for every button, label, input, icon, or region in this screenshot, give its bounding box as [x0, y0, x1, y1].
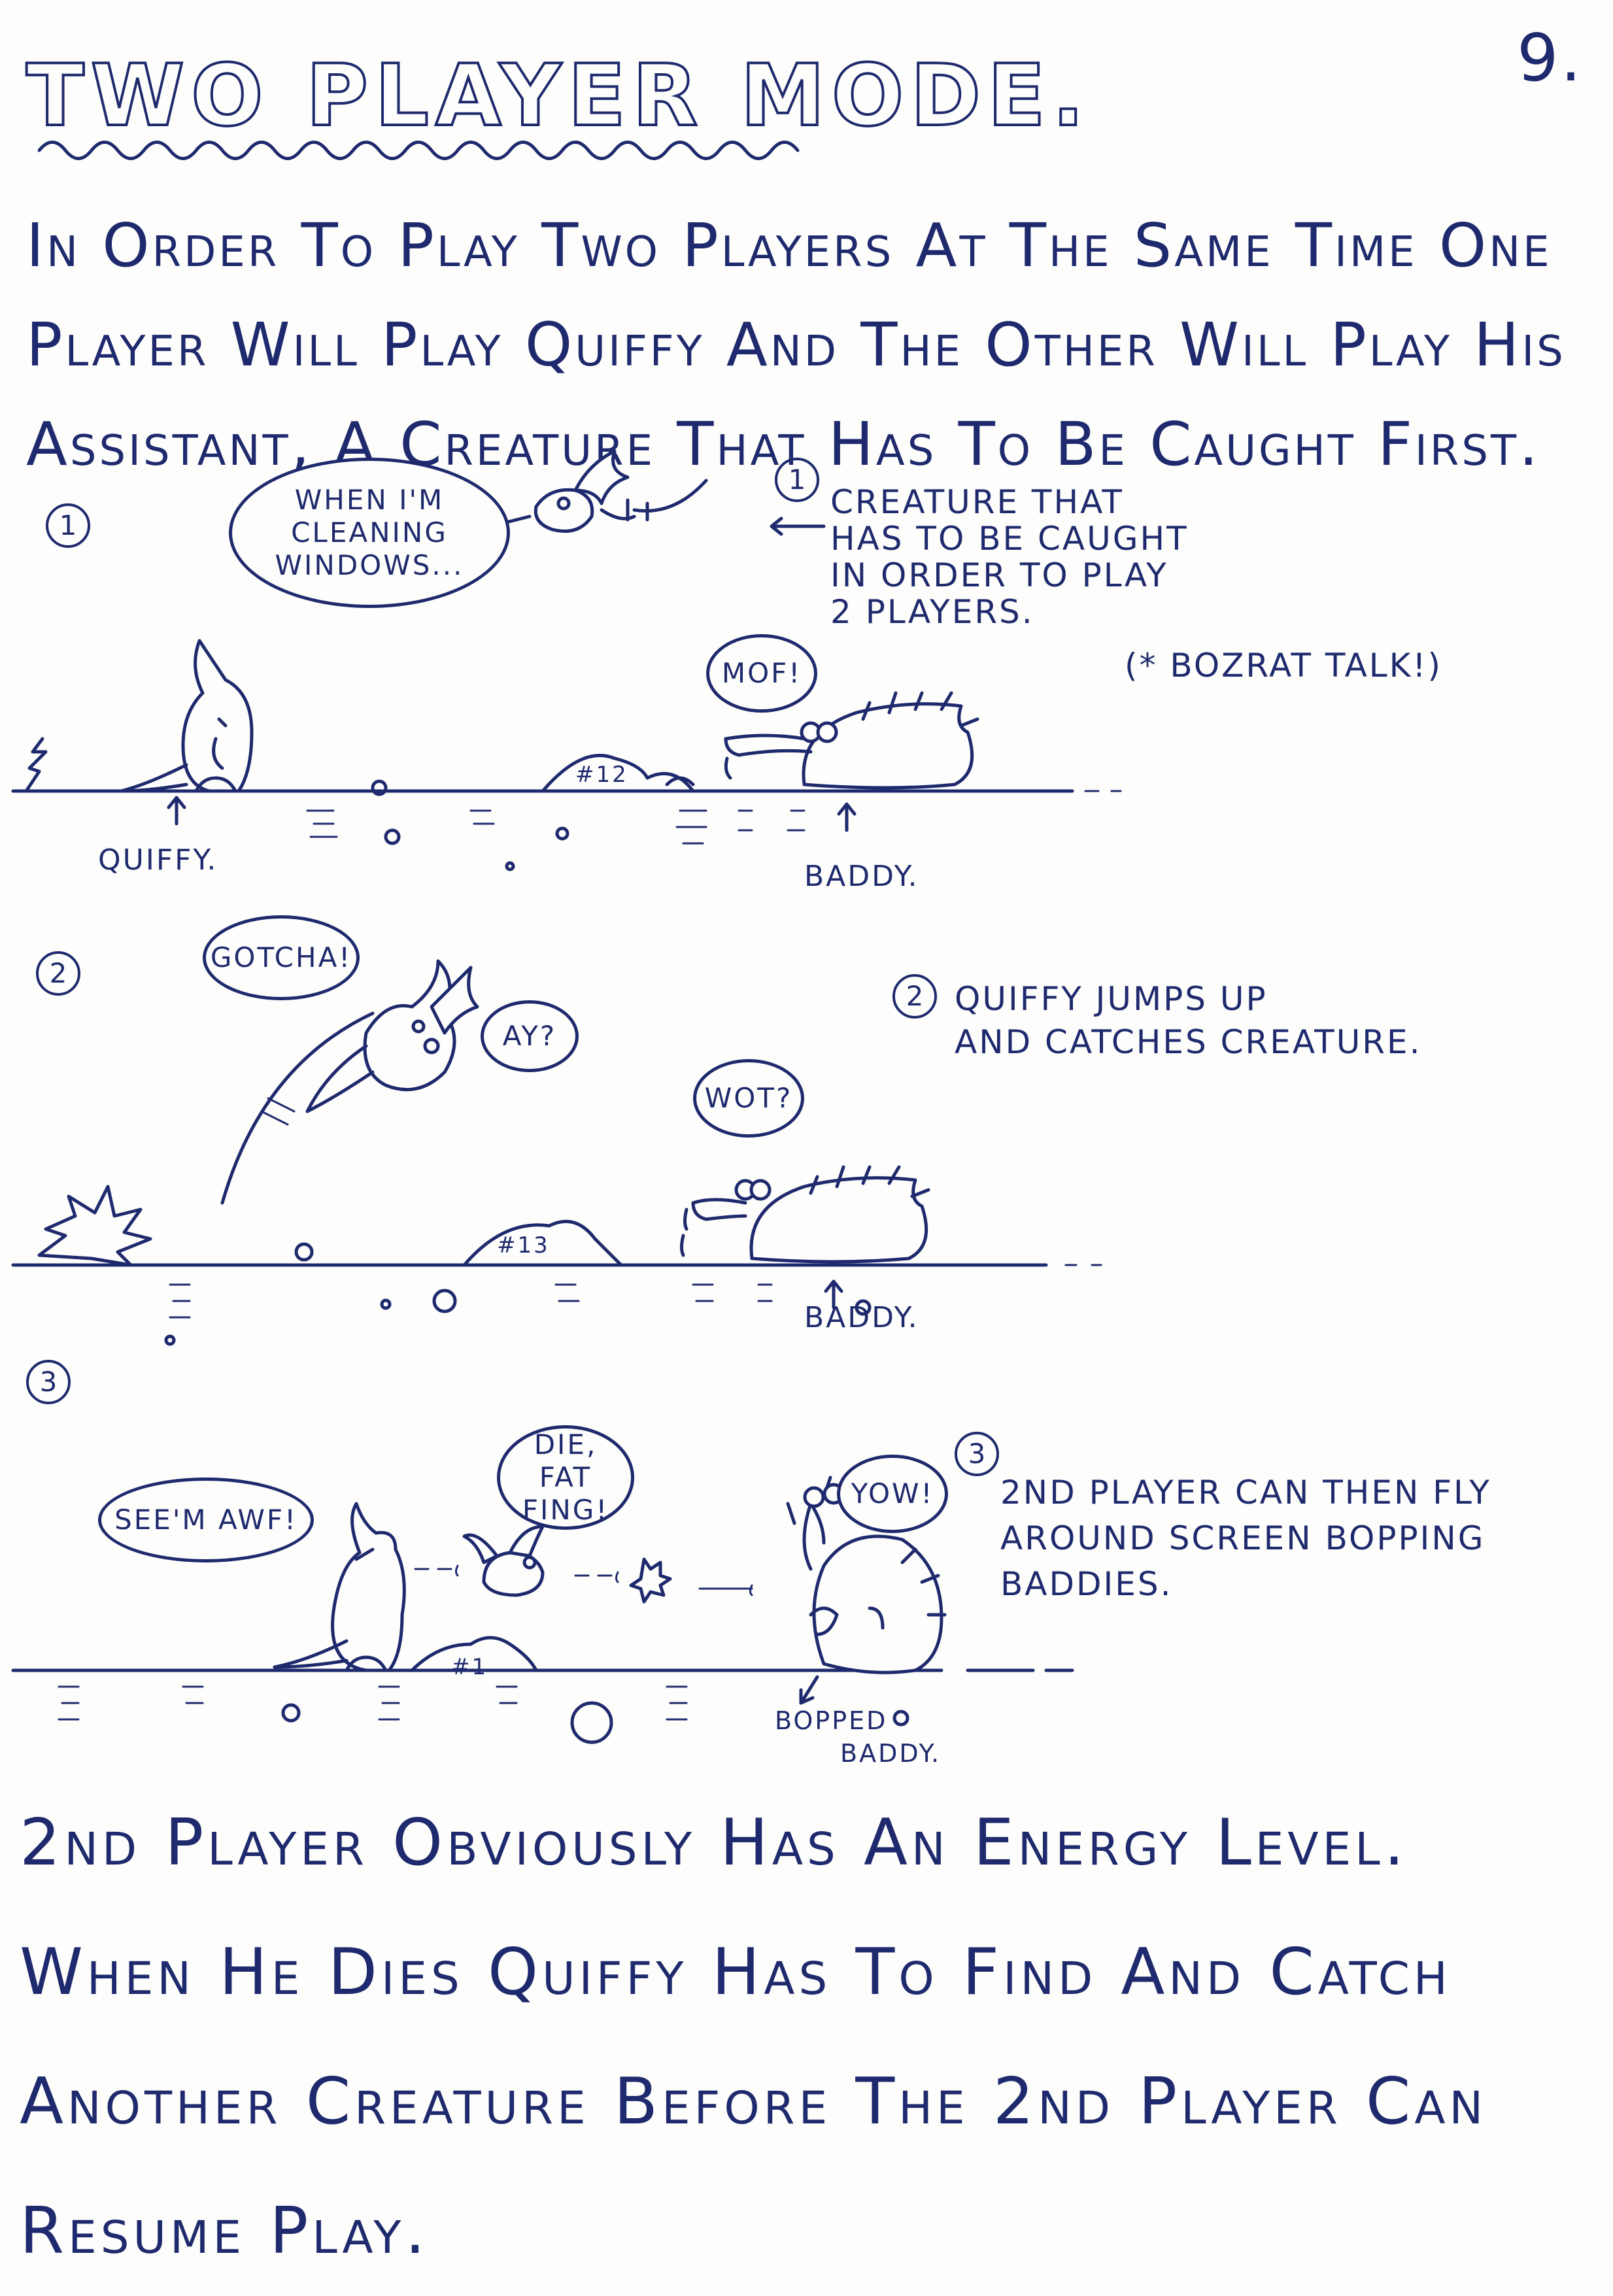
panel-2-rock-mark: #13	[497, 1232, 550, 1258]
panel-1-song-bubble: WHEN I'M CLEANING WINDOWS...	[229, 458, 510, 608]
page-title: TWO PLAYER MODE.	[25, 44, 1091, 146]
panel-3-baddy-bubble: YOW!	[837, 1455, 948, 1533]
panel-2-baddy-bubble: WOT?	[693, 1059, 804, 1138]
panel-3-note-line: 2ND PLAYER CAN THEN FLY	[1000, 1474, 1491, 1511]
arrow-to-creature	[770, 516, 826, 536]
quiffy-sprite	[119, 639, 254, 793]
flying-creature-sprite	[534, 449, 708, 533]
energy-blast	[629, 1557, 672, 1604]
jump-arc	[220, 1011, 375, 1205]
panel-3-creature-bubble: DIE, FAT FING!	[497, 1425, 634, 1530]
panel-2-label-baddy: BADDY.	[804, 1301, 919, 1334]
panel-3-note: 2ND PLAYER CAN THEN FLY AROUND SCREEN BO…	[1000, 1474, 1491, 1602]
title-underline-squiggle	[37, 141, 800, 160]
panel-2-quiffy-bubble: GOTCHA!	[203, 915, 360, 1000]
panel-1-baddy-text: MOF!	[721, 657, 802, 689]
bozrat-talk-aside: (* BOZRAT TALK!)	[1125, 647, 1442, 684]
panel-3-note-line: BADDIES.	[1000, 1565, 1173, 1603]
panel-1-note-line: 2 PLAYERS.	[830, 593, 1034, 631]
panel-2-baddy-sprite	[680, 1165, 930, 1264]
baddy-sprite	[724, 691, 979, 790]
page-number: 9.	[1517, 20, 1584, 96]
spiky-bush	[37, 1185, 152, 1267]
panel-1-note: CREATURE THAT HAS TO BE CAUGHT IN ORDER …	[830, 484, 1189, 630]
closing-paragraph: 2nd Player Obviously Has An Energy Level…	[20, 1806, 1487, 2269]
panel-1-note-line: HAS TO BE CAUGHT	[830, 520, 1189, 558]
rock-3	[410, 1636, 538, 1672]
panel-1-note-line: CREATURE THAT	[830, 483, 1124, 521]
rock-1	[541, 754, 695, 793]
intro-paragraph: In Order To Play Two Players At The Same…	[26, 211, 1566, 479]
panel-3-note-line: AROUND SCREEN BOPPING	[1000, 1519, 1486, 1557]
panel-1-rock-mark: #12	[575, 762, 628, 788]
panel-1-baddy-bubble: MOF!	[706, 634, 817, 713]
panel-3-note-number: 3	[955, 1432, 999, 1476]
panel-1-song-text: WHEN I'M CLEANING WINDOWS...	[275, 484, 464, 581]
panel-2-baddy-text: WOT?	[704, 1082, 793, 1114]
panel-1-scene	[11, 449, 1122, 871]
panel-1-note-number: 1	[775, 458, 819, 502]
panel-3-scene	[11, 1476, 1074, 1744]
quiffy-jumping-sprite	[305, 959, 479, 1113]
panel-2-note-number: 2	[892, 974, 937, 1019]
panel-3-quiffy-bubble: SEE'M AWF!	[98, 1477, 314, 1562]
panel-3-quiffy-text: SEE'M AWF!	[114, 1504, 297, 1536]
panel-2-scene	[11, 959, 1102, 1346]
arrow-to-bopped-baddy	[799, 1675, 819, 1705]
label-bopped: BOPPED	[775, 1706, 888, 1735]
panel-3-label-baddy: BADDY.	[840, 1739, 942, 1768]
panel-2-note: QUIFFY JUMPS UP AND CATCHES CREATURE.	[955, 981, 1422, 1060]
panel-2-number: 2	[36, 951, 80, 996]
panel-3-number: 3	[26, 1360, 71, 1404]
panel-3-flying-creature-sprite	[462, 1525, 545, 1597]
panel-3-rock-mark: #1	[451, 1654, 488, 1680]
panel-1-note-line: IN ORDER TO PLAY	[830, 556, 1168, 594]
panel-3-bopped-baddy-sprite	[786, 1476, 947, 1674]
panel-2-note-line: QUIFFY JUMPS UP	[955, 980, 1268, 1018]
panel-1-label-baddy: BADDY.	[804, 860, 919, 893]
arrow-to-baddy	[837, 802, 857, 832]
panel-2-creature-bubble: AY?	[481, 1000, 579, 1072]
label-quiffy: QUIFFY.	[98, 843, 218, 877]
panel-3-quiffy-sprite	[273, 1502, 406, 1672]
panel-3-baddy-text: YOW!	[851, 1477, 934, 1510]
panel-2-arrow-to-baddy	[824, 1279, 843, 1309]
arrow-to-quiffy	[167, 796, 186, 826]
panel-2-note-line: AND CATCHES CREATURE.	[955, 1023, 1422, 1061]
panel-1-number: 1	[46, 503, 90, 548]
panel-2-quiffy-text: GOTCHA!	[210, 941, 352, 973]
rock-2	[462, 1219, 623, 1267]
panel-2-creature-text: AY?	[502, 1020, 557, 1052]
panel-3-creature-text: DIE, FAT FING!	[522, 1428, 609, 1526]
